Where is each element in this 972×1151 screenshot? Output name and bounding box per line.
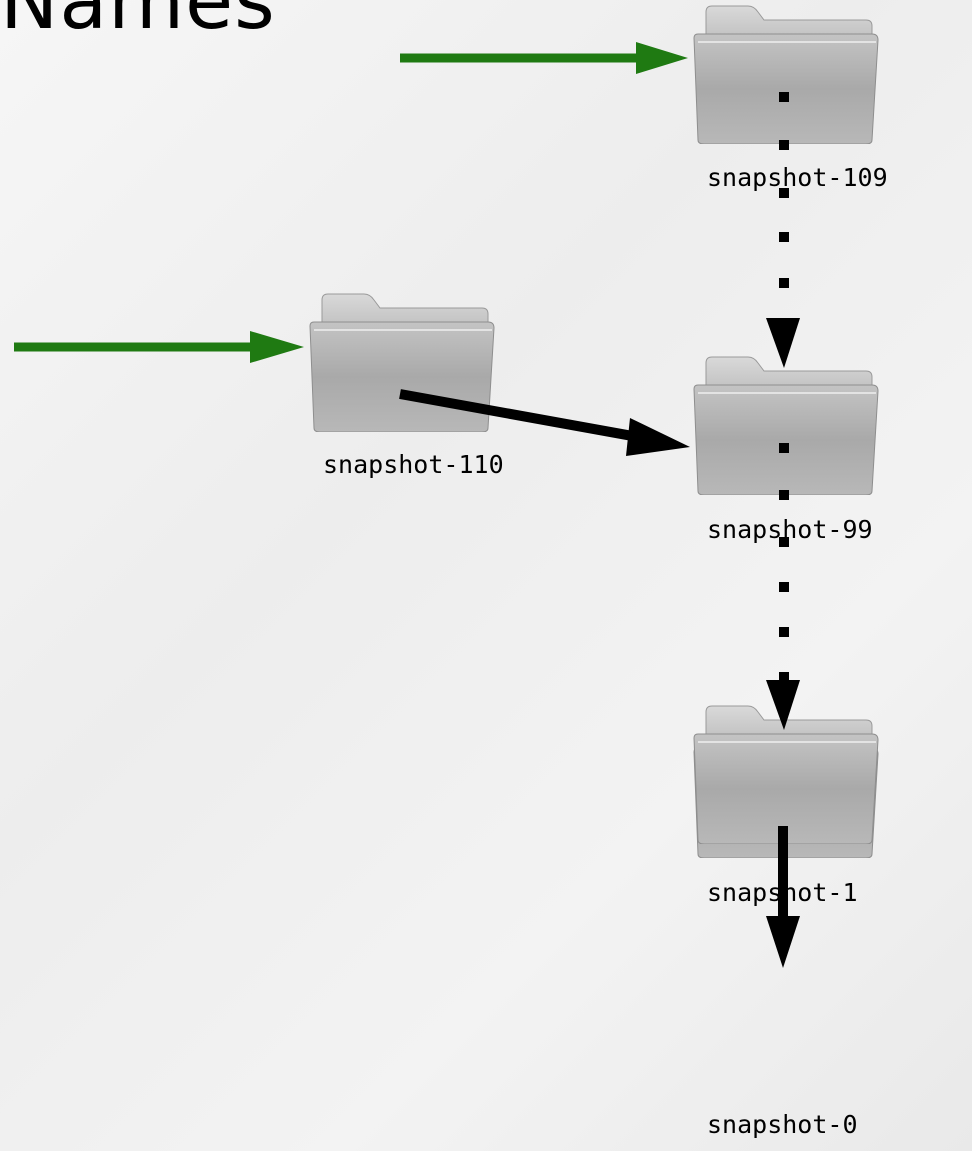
arrow-head [626,418,690,456]
folder-label-snapshot-110: snapshot-110 [323,450,504,479]
dot [779,232,789,242]
dot [779,672,789,682]
arrow-head [636,42,688,74]
dot [779,582,789,592]
arrow-green-to-snapshot-109 [400,42,688,74]
folder-graphic [309,293,495,432]
folder-icon [690,355,880,495]
arrow-green-to-snapshot-110 [14,331,304,363]
dot [779,627,789,637]
folder-icon [690,704,880,844]
folder-label-snapshot-99: snapshot-99 [707,515,873,544]
folder-icon [306,292,496,432]
arrow-head [250,331,304,363]
folder-label-snapshot-1: snapshot-1 [707,878,858,907]
arrow-head [766,916,800,968]
folder-icon [690,4,880,144]
folder-label-snapshot-109: snapshot-109 [707,163,888,192]
slide-heading: Names [0,0,276,47]
dot [779,278,789,288]
folder-graphic [693,356,879,495]
folder-graphic [693,5,879,144]
folder-graphic [693,705,879,844]
folder-label-snapshot-0: snapshot-0 [707,1110,858,1139]
